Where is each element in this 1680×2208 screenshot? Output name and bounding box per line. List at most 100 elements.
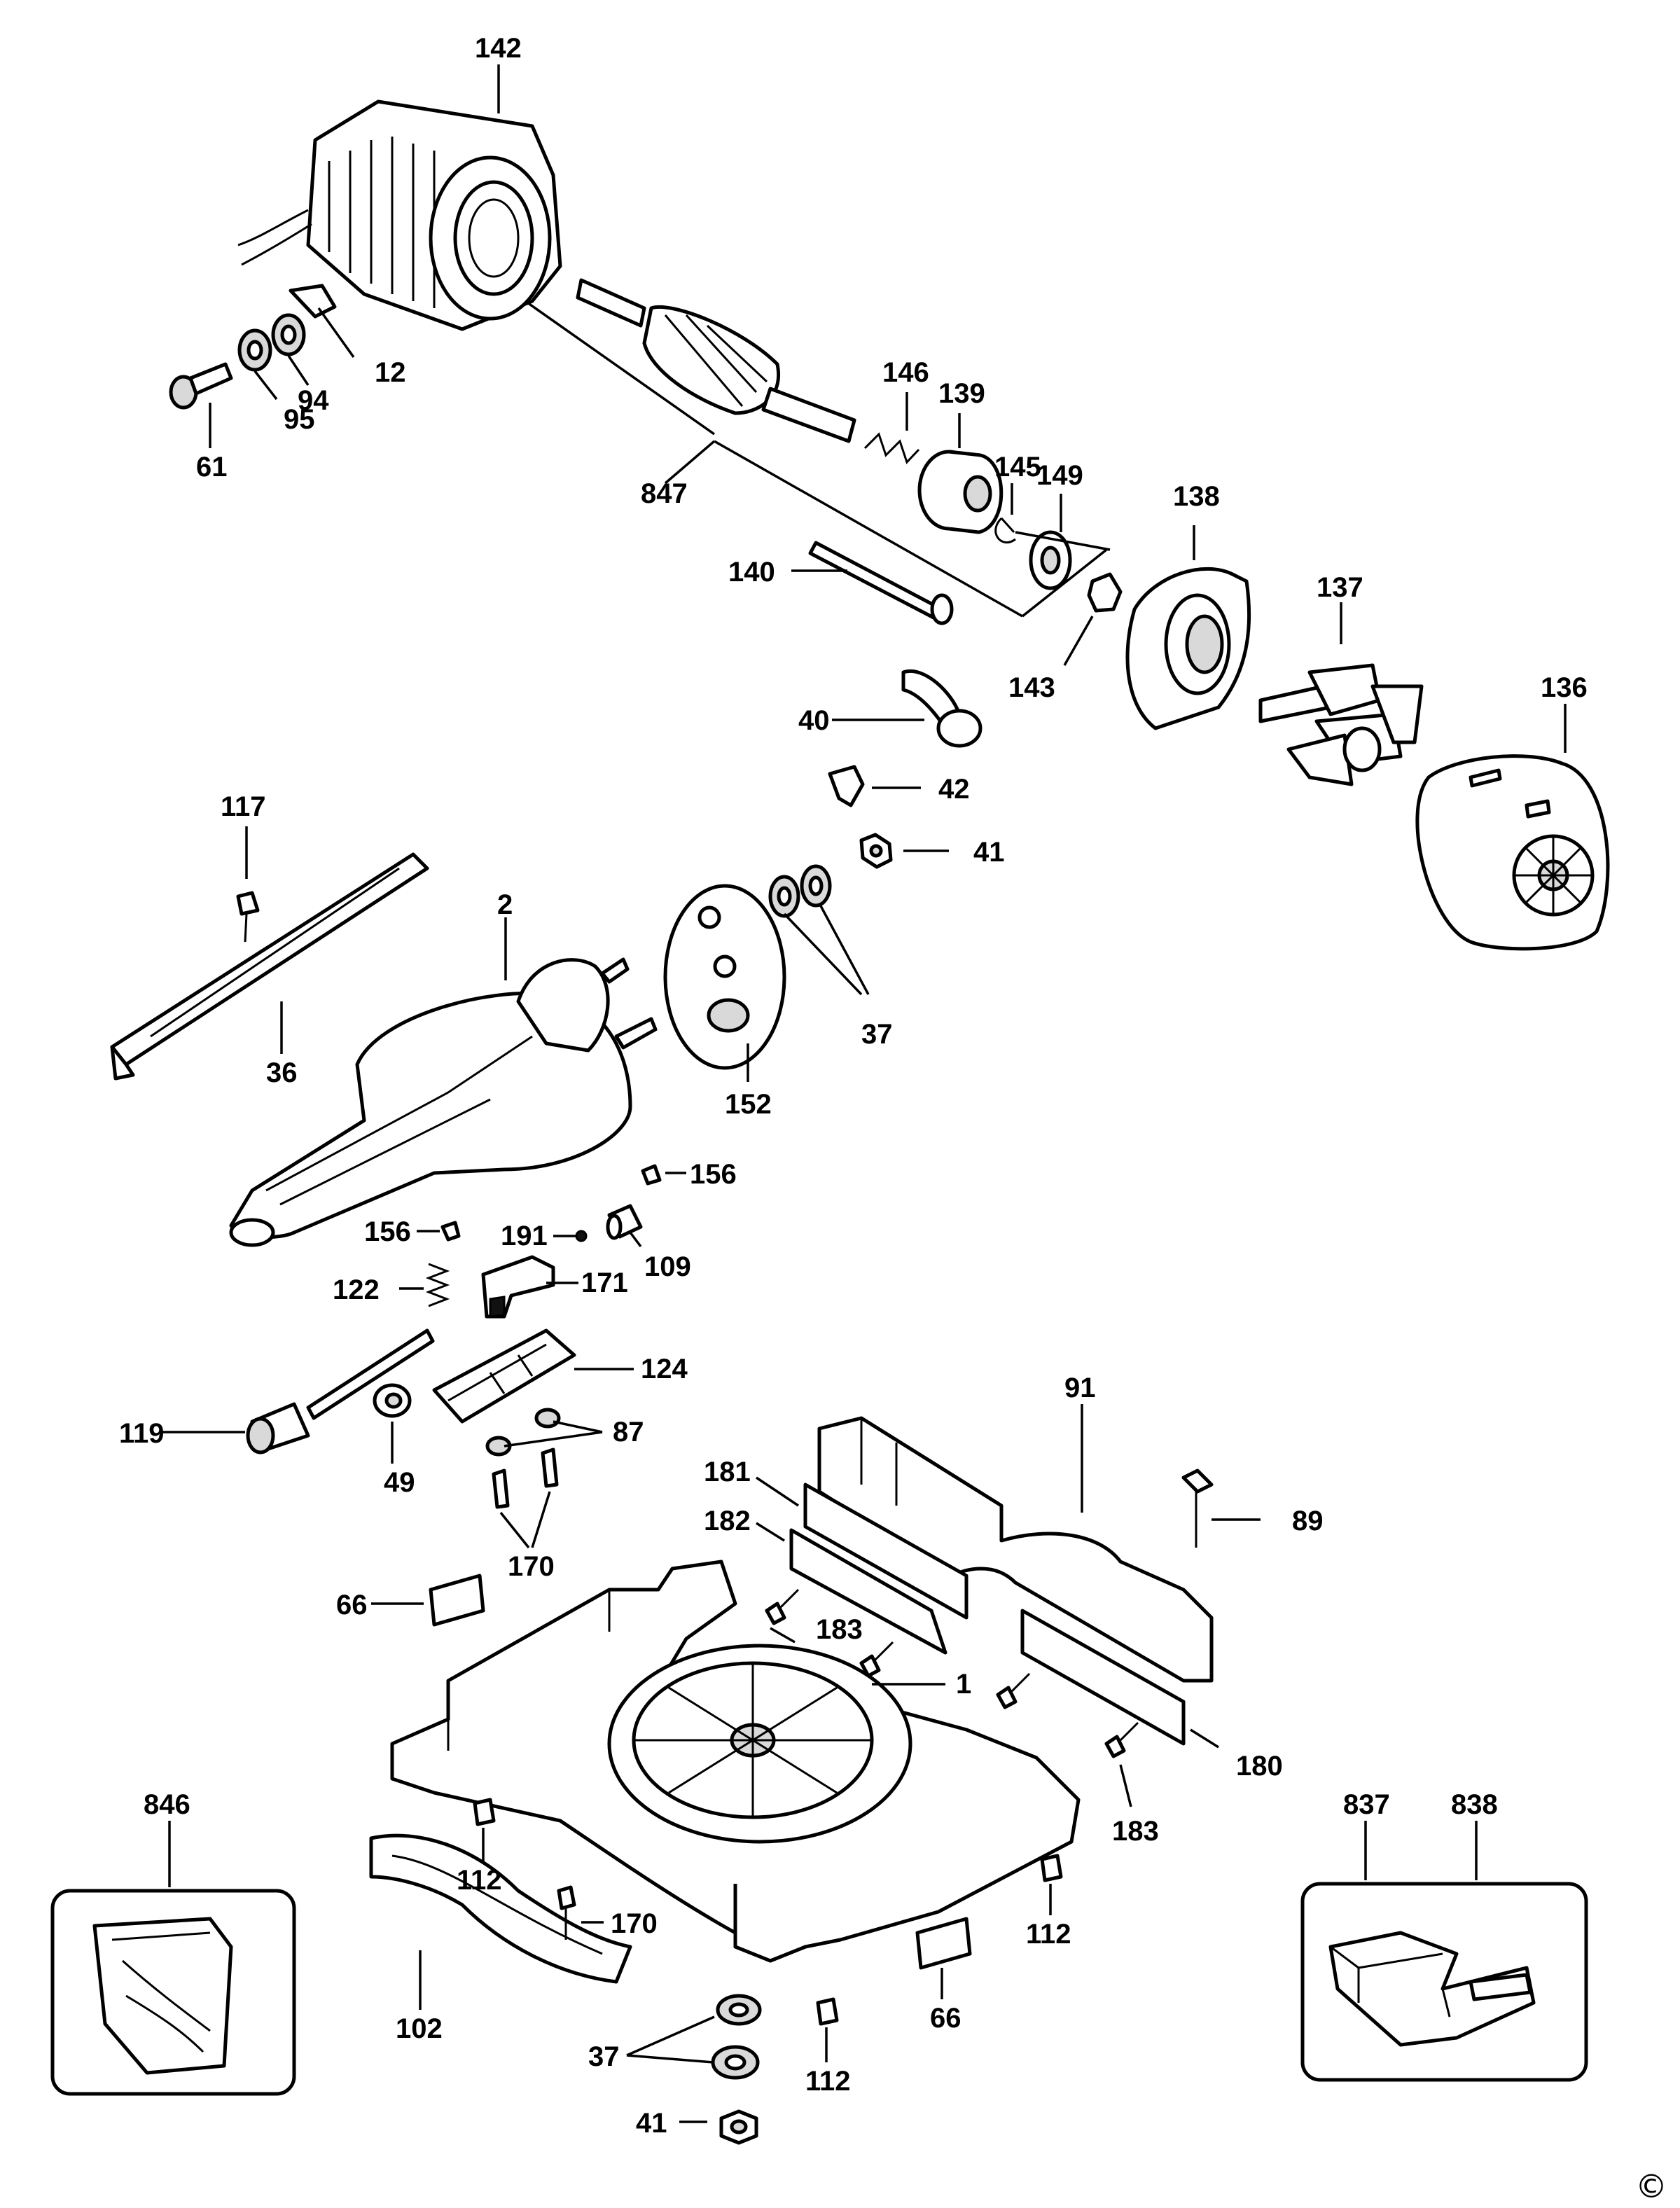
lever-part <box>901 669 983 748</box>
callout-170-lower: 170 <box>611 1908 658 1939</box>
ball-part <box>575 1230 588 1242</box>
callout-142: 142 <box>475 33 522 64</box>
screw-part <box>557 1885 576 1940</box>
screw-part <box>440 1164 662 1242</box>
callout-156-upper: 156 <box>690 1159 737 1190</box>
fence-plate-part <box>1020 1609 1186 1746</box>
spring-part <box>863 432 920 464</box>
screw-part <box>169 362 233 410</box>
callout-40: 40 <box>798 705 830 736</box>
callout-122: 122 <box>333 1275 380 1305</box>
fence-plate-part <box>789 1483 969 1655</box>
callout-112-right: 112 <box>1026 1919 1071 1950</box>
callout-36: 36 <box>266 1057 298 1088</box>
screw-part <box>765 1588 1139 1758</box>
callout-171: 171 <box>581 1268 628 1298</box>
callout-146: 146 <box>882 357 929 388</box>
guard-strip-part <box>110 852 429 1081</box>
nut-part <box>1087 572 1123 613</box>
callout-124: 124 <box>641 1354 688 1384</box>
pin-part <box>606 1204 643 1240</box>
callout-170-upper: 170 <box>508 1551 555 1582</box>
scale-plate-part <box>369 1833 632 1984</box>
washer-part <box>768 864 832 918</box>
callout-837: 837 <box>1343 1789 1390 1820</box>
callout-183-lower: 183 <box>1112 1816 1159 1847</box>
callout-109: 109 <box>644 1251 691 1282</box>
nut-part <box>859 833 893 869</box>
callout-838: 838 <box>1451 1789 1498 1820</box>
callout-61: 61 <box>196 452 228 482</box>
callout-12: 12 <box>375 357 406 388</box>
callout-847: 847 <box>641 478 688 509</box>
callout-66-lower: 66 <box>930 2003 962 2034</box>
bolt-part <box>1181 1468 1214 1548</box>
callout-138: 138 <box>1173 481 1220 512</box>
callout-143: 143 <box>1008 672 1055 703</box>
label-plate-part <box>289 284 337 319</box>
callout-102: 102 <box>396 2013 443 2044</box>
handle-shaft-part <box>246 1328 435 1454</box>
callout-117: 117 <box>221 791 266 822</box>
screw-part <box>473 1798 1063 2026</box>
label-sticker-part <box>915 1917 972 1970</box>
callout-136: 136 <box>1541 672 1588 703</box>
callout-89: 89 <box>1292 1506 1324 1536</box>
callout-95: 95 <box>284 404 315 435</box>
callout-41: 41 <box>973 837 1005 868</box>
callout-87: 87 <box>613 1417 644 1447</box>
washer-part <box>485 1408 561 1457</box>
callout-139: 139 <box>938 378 985 409</box>
callout-180: 180 <box>1236 1751 1283 1782</box>
callout-1: 1 <box>956 1669 971 1700</box>
leader-lines <box>161 64 1567 2123</box>
washer-part <box>711 1994 762 2080</box>
callout-145: 145 <box>994 452 1041 482</box>
fence-part <box>817 1416 1214 1683</box>
nut-part <box>373 1383 412 1418</box>
bolt-part <box>808 541 954 625</box>
accessory-bag-box <box>50 1889 296 2096</box>
callout-2: 2 <box>497 889 513 920</box>
callout-66-upper: 66 <box>336 1590 368 1620</box>
callout-137: 137 <box>1317 572 1363 603</box>
callout-182: 182 <box>704 1506 751 1536</box>
spring-part <box>425 1263 450 1307</box>
callout-140: 140 <box>728 557 775 588</box>
carrying-case-box <box>1300 1882 1588 2082</box>
screw-part <box>236 891 260 943</box>
callout-numbers: 142 12 94 95 61 847 146 139 145 149 140 … <box>119 33 1588 2139</box>
bearing-part <box>917 450 1004 534</box>
callout-91: 91 <box>1064 1373 1096 1403</box>
nut-part <box>719 2109 758 2145</box>
end-bracket-part <box>1125 567 1251 730</box>
bearing-part <box>1029 530 1072 590</box>
label-sticker-part <box>429 1574 485 1627</box>
callout-119: 119 <box>119 1418 165 1449</box>
callout-846: 846 <box>144 1789 190 1820</box>
armature-part <box>576 278 856 443</box>
callout-37-lower: 37 <box>588 2041 620 2072</box>
base-part <box>390 1560 1081 1963</box>
callout-41-lower: 41 <box>636 2108 667 2139</box>
callout-112-bottom: 112 <box>805 2066 851 2097</box>
callout-156-lower: 156 <box>364 1216 411 1247</box>
screw-part <box>492 1447 559 1509</box>
copyright-mark: © <box>1635 2167 1667 2205</box>
clip-part <box>828 765 865 807</box>
arm-part <box>229 957 658 1247</box>
slide-bracket-part <box>432 1328 576 1424</box>
fan-part <box>1258 663 1424 786</box>
washer-part <box>237 313 306 372</box>
end-cap-part <box>1415 754 1610 951</box>
callout-183-upper: 183 <box>816 1614 863 1645</box>
callout-37: 37 <box>861 1019 893 1050</box>
callout-112-left: 112 <box>457 1865 502 1896</box>
callout-191: 191 <box>501 1221 548 1251</box>
motor-housing-part <box>237 99 562 331</box>
clip-part <box>994 517 1016 544</box>
callout-149: 149 <box>1036 460 1083 491</box>
disc-part <box>663 884 786 1070</box>
callout-94: 94 <box>298 385 329 416</box>
